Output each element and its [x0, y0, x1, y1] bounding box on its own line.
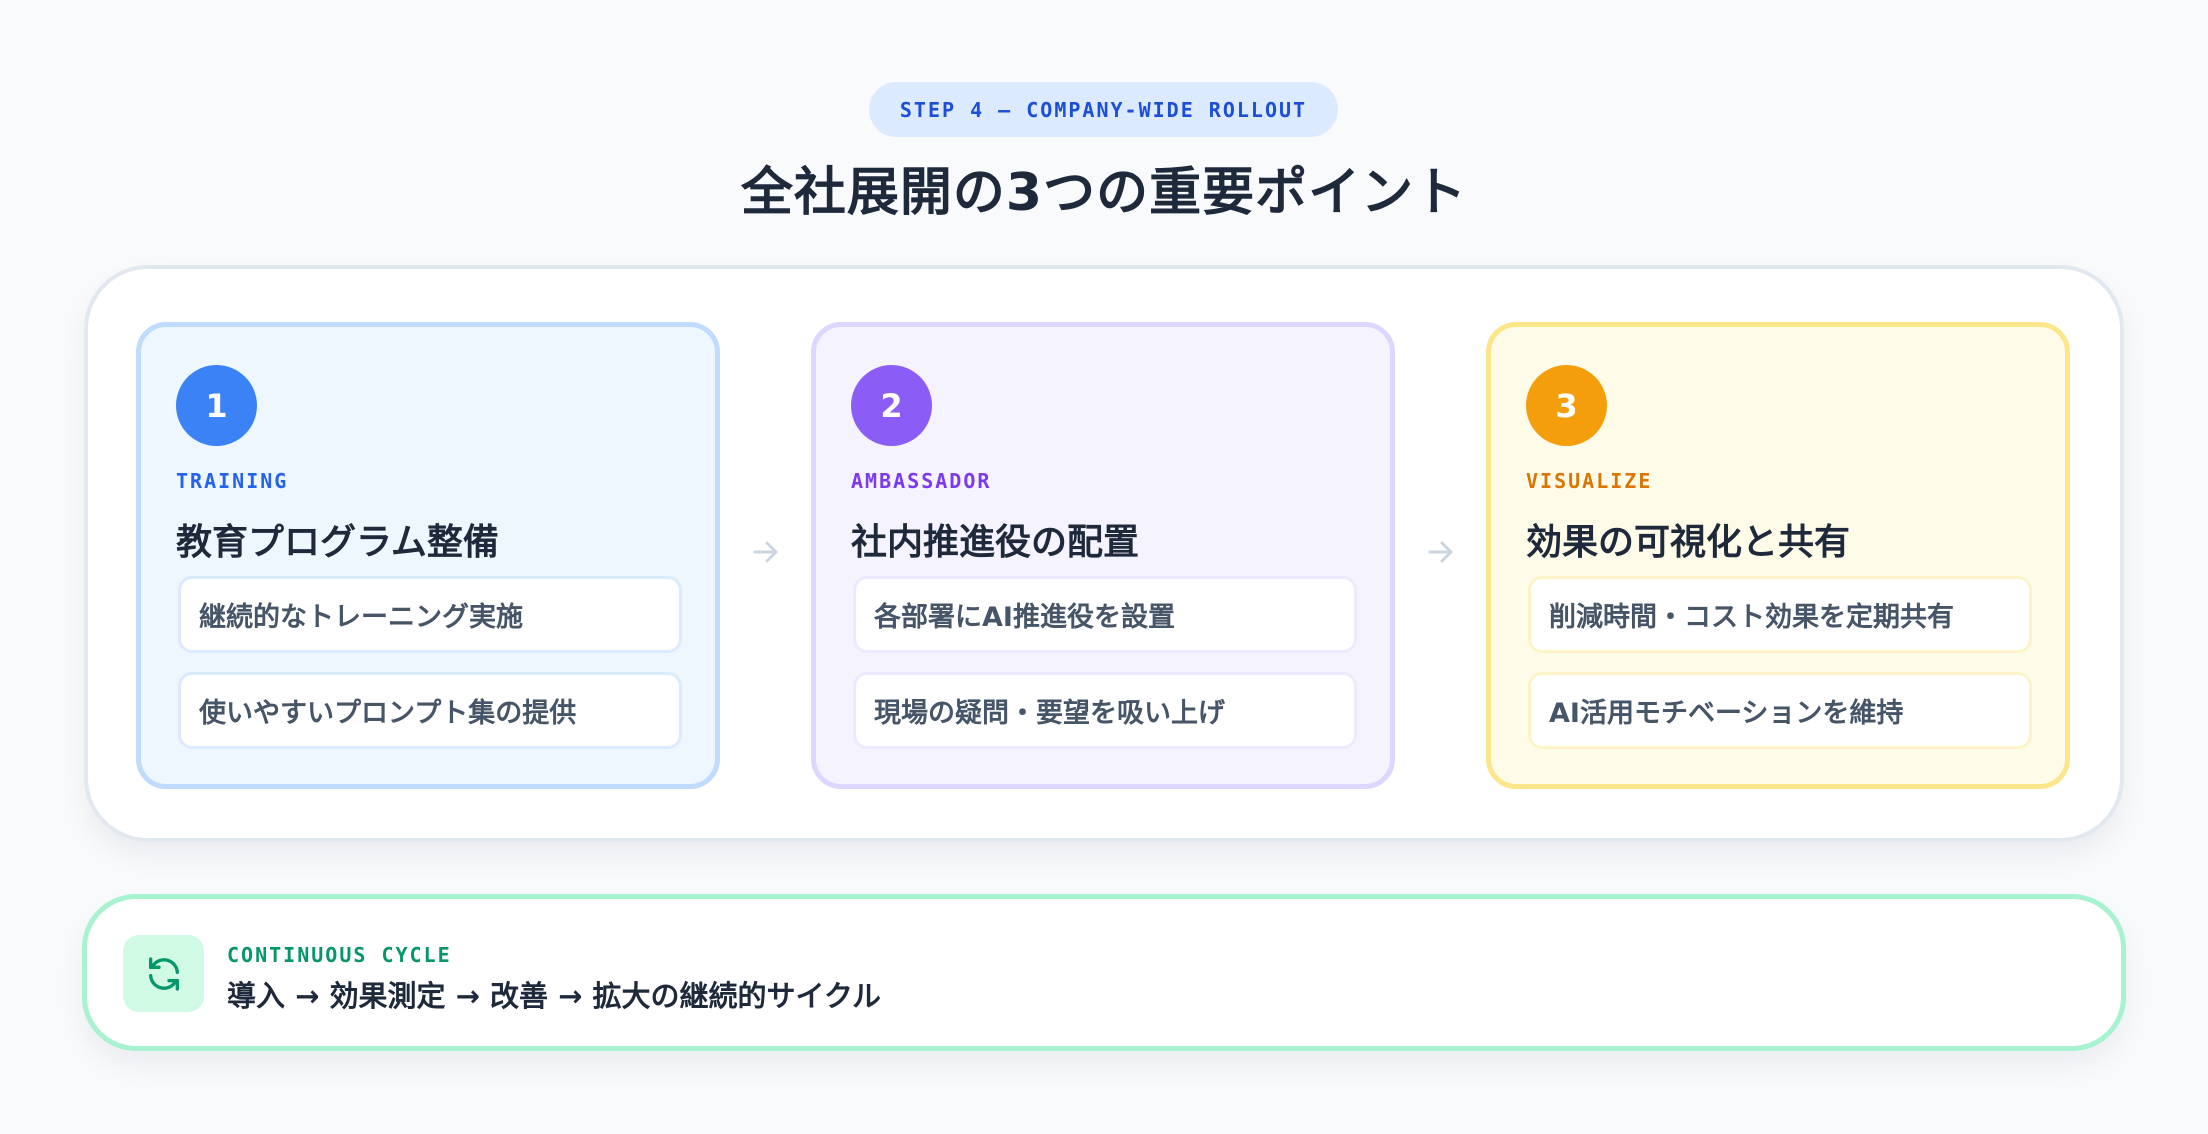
step-number-badge: 2 [851, 365, 932, 446]
arrow-right-icon [1419, 530, 1463, 574]
step-number-badge: 3 [1526, 365, 1607, 446]
card-title: 効果の可視化と共有 [1526, 522, 1851, 563]
card-item: 現場の疑問・要望を吸い上げ [853, 672, 1357, 749]
refresh-icon [123, 935, 204, 1012]
card-item: AI活用モチベーションを維持 [1528, 672, 2032, 749]
card-title: 社内推進役の配置 [851, 522, 1140, 563]
point-card-visualize: 3 VISUALIZE 効果の可視化と共有 削減時間・コスト効果を定期共有 AI… [1486, 322, 2070, 789]
arrow-right-icon [744, 530, 788, 574]
card-item: 各部署にAI推進役を設置 [853, 576, 1357, 653]
step-number-badge: 1 [176, 365, 257, 446]
cycle-description: 導入 → 効果測定 → 改善 → 拡大の継続的サイクル [227, 979, 882, 1013]
card-title: 教育プログラム整備 [176, 522, 499, 563]
card-kicker: TRAINING [176, 469, 289, 493]
card-item: 継続的なトレーニング実施 [178, 576, 682, 653]
step-eyebrow-pill: STEP 4 — COMPANY-WIDE ROLLOUT [869, 82, 1338, 137]
page-title: 全社展開の3つの重要ポイント [740, 163, 1468, 223]
card-kicker: VISUALIZE [1526, 469, 1653, 493]
cycle-kicker: CONTINUOUS CYCLE [227, 943, 452, 967]
card-item: 削減時間・コスト効果を定期共有 [1528, 576, 2032, 653]
card-item: 使いやすいプロンプト集の提供 [178, 672, 682, 749]
continuous-cycle-banner: CONTINUOUS CYCLE 導入 → 効果測定 → 改善 → 拡大の継続的… [82, 894, 2126, 1051]
point-card-training: 1 TRAINING 教育プログラム整備 継続的なトレーニング実施 使いやすいプ… [136, 322, 720, 789]
card-kicker: AMBASSADOR [851, 469, 992, 493]
point-card-ambassador: 2 AMBASSADOR 社内推進役の配置 各部署にAI推進役を設置 現場の疑問… [811, 322, 1395, 789]
